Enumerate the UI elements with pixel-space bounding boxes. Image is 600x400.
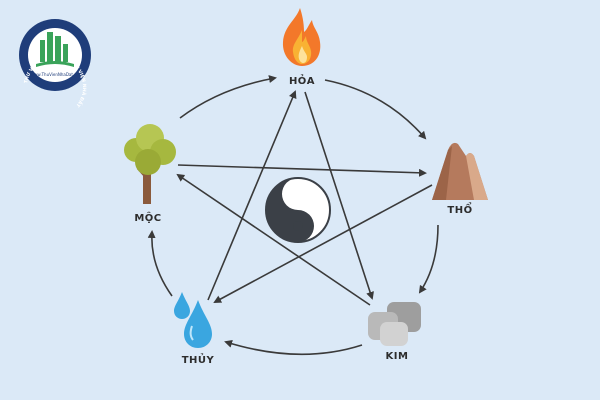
generating-cycle xyxy=(147,75,439,356)
stones-icon xyxy=(368,302,421,346)
arrow-wood-to-earth xyxy=(177,164,427,177)
arrow-metal-to-water xyxy=(224,339,363,356)
arrow-earth-to-water xyxy=(213,184,433,303)
arrow-wood-to-fire xyxy=(179,75,277,119)
flame-icon xyxy=(282,8,321,66)
element-fire: HỎA xyxy=(282,8,321,87)
element-metal: KIM xyxy=(368,302,421,362)
yin-yang-icon xyxy=(265,177,331,243)
element-water: THỦY xyxy=(174,292,215,366)
element-wood: MỘC xyxy=(124,124,176,224)
controlling-star xyxy=(176,90,433,306)
logo-url-text: www.ThuVienNhaDat.vn xyxy=(31,72,80,77)
label-water: THỦY xyxy=(182,352,215,366)
arrow-earth-to-metal xyxy=(418,224,439,294)
mountain-icon xyxy=(432,142,488,200)
tree-icon xyxy=(124,124,176,204)
label-wood: MỘC xyxy=(134,211,161,224)
label-fire: HỎA xyxy=(289,73,315,87)
arrow-fire-to-metal xyxy=(304,91,374,300)
label-metal: KIM xyxy=(386,351,409,362)
arrow-metal-to-wood xyxy=(176,173,371,306)
arrow-fire-to-earth xyxy=(324,79,427,140)
building-icon xyxy=(36,32,74,67)
element-earth: THỔ xyxy=(432,142,488,216)
arrow-water-to-fire xyxy=(207,90,297,301)
water-drops-icon xyxy=(174,292,212,348)
site-logo: THƯ VIỆN NHÀ ĐẤT · THƯ VIỆN NHÀ ĐẤT www.… xyxy=(19,19,91,109)
arrow-water-to-wood xyxy=(147,230,173,297)
label-earth: THỔ xyxy=(447,201,472,216)
